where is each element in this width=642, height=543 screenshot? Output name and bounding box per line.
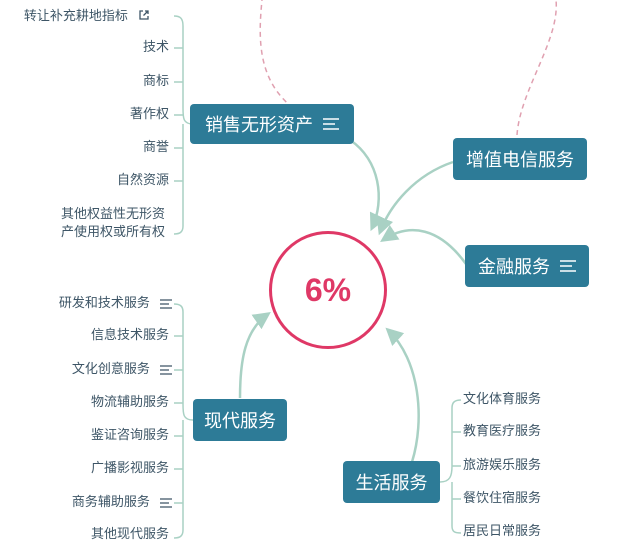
leaf-rnd[interactable]: 研发和技术服务: [59, 296, 172, 312]
branch-finance: [380, 224, 468, 265]
leaf-copyright[interactable]: 著作权: [129, 107, 169, 122]
dashed-link-left: [259, 0, 294, 109]
bracket-intangible: [173, 15, 194, 235]
leaf-other-intangible[interactable]: 其他权益性无形资产使用权或所有权: [61, 207, 166, 240]
node-modern-services[interactable]: 现代服务: [193, 399, 287, 441]
leaf-culture-sports[interactable]: 文化体育服务: [463, 392, 542, 407]
branch-intangible: [349, 138, 386, 232]
menu-icon[interactable]: [323, 118, 339, 130]
bracket-life: [439, 399, 462, 534]
node-life-services[interactable]: 生活服务: [343, 461, 440, 503]
branch-telecom: [376, 160, 454, 236]
leaf-daily-service[interactable]: 居民日常服务: [463, 524, 542, 539]
node-intangible-assets[interactable]: 销售无形资产: [190, 104, 354, 144]
leaf-it-service[interactable]: 信息技术服务: [90, 328, 169, 343]
leaf-consulting[interactable]: 鉴证咨询服务: [90, 428, 169, 443]
leaf-culture-creative[interactable]: 文化创意服务: [72, 362, 172, 378]
leaf-tourism[interactable]: 旅游娱乐服务: [463, 458, 542, 473]
leaf-trademark[interactable]: 商标: [142, 74, 169, 89]
leaf-technology[interactable]: 技术: [142, 40, 169, 55]
node-financial-services[interactable]: 金融服务: [465, 245, 589, 287]
leaf-other-modern[interactable]: 其他现代服务: [90, 527, 169, 542]
bracket-modern: [173, 303, 194, 539]
node-value-added-telecom[interactable]: 增值电信服务: [453, 138, 587, 180]
branch-life: [385, 327, 420, 463]
center-rate-label: 6%: [304, 271, 352, 308]
external-link-icon[interactable]: [138, 9, 150, 21]
leaf-logistics[interactable]: 物流辅助服务: [90, 395, 169, 410]
branch-modern: [238, 311, 271, 399]
leaf-broadcast[interactable]: 广播影视服务: [90, 461, 169, 476]
leaf-business-assist[interactable]: 商务辅助服务: [72, 495, 172, 511]
leaf-goodwill[interactable]: 商誉: [142, 140, 169, 155]
leaf-catering[interactable]: 餐饮住宿服务: [463, 491, 542, 506]
menu-icon[interactable]: [160, 298, 172, 309]
menu-icon[interactable]: [160, 497, 172, 508]
dashed-link-right: [516, 0, 557, 136]
menu-icon[interactable]: [560, 260, 576, 272]
leaf-natural-resources[interactable]: 自然资源: [116, 173, 169, 188]
menu-icon[interactable]: [160, 364, 172, 375]
leaf-education-medical[interactable]: 教育医疗服务: [463, 424, 542, 439]
center-rate-circle[interactable]: 6%: [269, 231, 387, 349]
leaf-transfer-farmland[interactable]: 转让补充耕地指标: [24, 9, 150, 25]
